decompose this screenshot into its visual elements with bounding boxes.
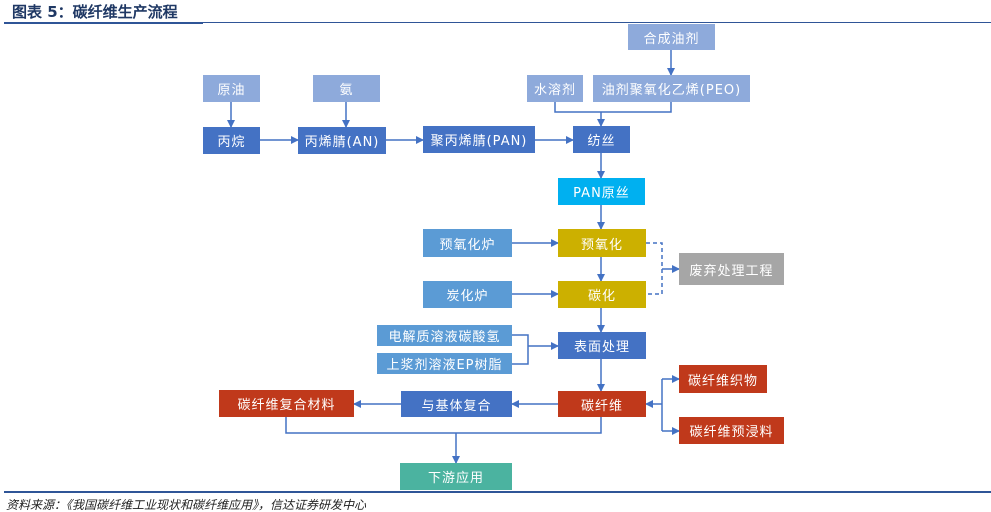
footer-rule — [4, 491, 991, 493]
node-carbon-fiber: 碳纤维 — [558, 391, 646, 417]
node-sizing: 上浆剂溶液EP树脂 — [377, 353, 512, 374]
node-crude-oil: 原油 — [203, 75, 260, 102]
node-peo: 油剂聚氧化乙烯(PEO) — [593, 75, 750, 102]
node-composite-material: 碳纤维复合材料 — [219, 390, 354, 417]
node-acrylonitrile: 丙烯腈(AN) — [298, 127, 386, 154]
source-note: 资料来源：《我国碳纤维工业现状和碳纤维应用》，信达证券研发中心 — [6, 498, 367, 512]
node-downstream: 下游应用 — [400, 463, 512, 490]
node-waste: 废弃处理工程 — [679, 253, 784, 285]
node-preoxidation: 预氧化 — [558, 229, 646, 257]
node-water-solvent: 水溶剂 — [527, 75, 583, 102]
node-propane: 丙烷 — [203, 127, 260, 154]
node-surface-treatment: 表面处理 — [558, 332, 646, 359]
title-rule — [203, 22, 991, 23]
node-synthetic-oil: 合成油剂 — [628, 24, 715, 50]
node-pan: 聚丙烯腈(PAN) — [423, 126, 535, 153]
node-fabric: 碳纤维织物 — [679, 365, 767, 393]
node-carb-furnace: 炭化炉 — [423, 281, 512, 308]
node-spinning: 纺丝 — [573, 126, 630, 153]
title-underline — [4, 22, 203, 24]
figure-title: 图表 5：碳纤维生产流程 — [12, 3, 178, 21]
node-electrolyte: 电解质溶液碳酸氢 — [377, 325, 512, 346]
node-carbonization: 碳化 — [558, 281, 646, 308]
node-ammonia: 氨 — [313, 75, 380, 102]
node-preox-furnace: 预氧化炉 — [423, 229, 512, 257]
node-pan-precursor: PAN原丝 — [558, 178, 645, 205]
node-prepreg: 碳纤维预浸料 — [679, 417, 784, 444]
node-matrix-composite: 与基体复合 — [401, 391, 512, 417]
